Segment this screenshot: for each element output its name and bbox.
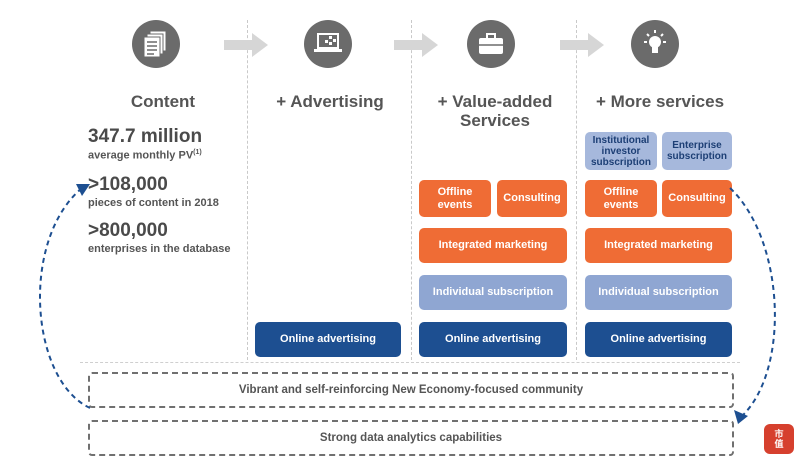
integrated-marketing-box: Integrated marketing (585, 228, 732, 263)
community-band: Vibrant and self-reinforcing New Economy… (88, 372, 734, 408)
column-title-value-added: + Value-added Services (437, 92, 553, 130)
column-title-more-services: + More services (595, 92, 725, 111)
brand-logo: 市值 (764, 424, 794, 454)
analytics-band: Strong data analytics capabilities (88, 420, 734, 456)
lightbulb-icon (631, 20, 679, 68)
stat-value: >800,000 (88, 220, 168, 241)
stat-label: average monthly PV(1) (88, 149, 202, 162)
individual-subscription-box: Individual subscription (419, 275, 567, 310)
column-separator (411, 20, 412, 360)
stat-value: 347.7 million (88, 126, 203, 147)
integrated-marketing-box: Integrated marketing (419, 228, 567, 263)
individual-subscription-box: Individual subscription (585, 275, 732, 310)
stat-label: enterprises in the database (88, 243, 231, 255)
enterprise-subscription-box: Enterprise subscription (662, 132, 732, 170)
institutional-investor-subscription-box: Institutional investor subscription (585, 132, 657, 170)
offline-events-box: Offline events (585, 180, 657, 217)
offline-events-box: Offline events (419, 180, 491, 217)
stat-value: >108,000 (88, 174, 168, 195)
arrow-right-icon (394, 33, 438, 57)
online-advertising-box: Online advertising (585, 322, 732, 357)
consulting-box: Consulting (662, 180, 732, 217)
online-advertising-box: Online advertising (419, 322, 567, 357)
documents-icon (132, 20, 180, 68)
briefcase-icon (467, 20, 515, 68)
arrow-right-icon (224, 33, 268, 57)
stat-label: pieces of content in 2018 (88, 197, 219, 209)
consulting-box: Consulting (497, 180, 567, 217)
cycle-arrow-right-icon (729, 187, 776, 424)
column-title-advertising: + Advertising (276, 92, 384, 111)
column-separator (247, 20, 248, 360)
column-separator (576, 20, 577, 360)
horizontal-separator (80, 362, 740, 363)
laptop-icon (304, 20, 352, 68)
arrow-right-icon (560, 33, 604, 57)
online-advertising-box: Online advertising (255, 322, 401, 357)
cycle-arrow-left-icon (39, 184, 91, 409)
column-title-content: Content (130, 92, 196, 111)
